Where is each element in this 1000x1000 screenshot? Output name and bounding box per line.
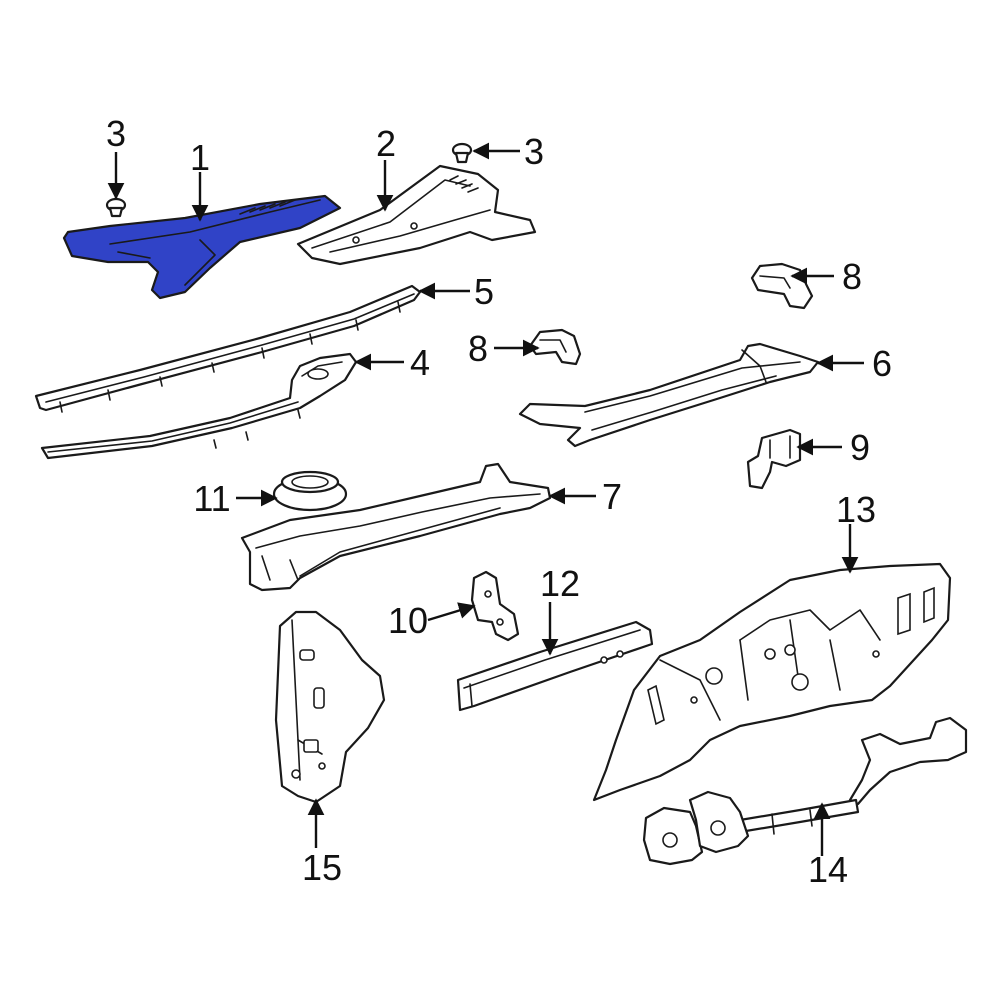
callout-12: 12 xyxy=(540,563,580,604)
callout-4: 4 xyxy=(410,342,430,383)
callout-10: 10 xyxy=(388,600,428,641)
callout-14: 14 xyxy=(808,849,848,890)
callout-8-middle: 8 xyxy=(468,328,488,369)
part-12-reinforcement[interactable] xyxy=(456,620,654,712)
callout-9: 9 xyxy=(850,427,870,468)
part-8-bracket-upper[interactable] xyxy=(750,262,814,310)
callout-1: 1 xyxy=(190,137,210,178)
part-4-seal-retainer[interactable] xyxy=(40,352,358,460)
part-10-bracket[interactable] xyxy=(470,570,520,642)
callout-3-right: 3 xyxy=(524,131,544,172)
part-6-cowl-crossmember[interactable] xyxy=(518,342,820,448)
part-15-side-panel[interactable] xyxy=(274,610,386,804)
callout-6: 6 xyxy=(872,343,892,384)
part-1-cowl-panel[interactable] xyxy=(62,194,342,300)
callout-labels: 1 2 3 3 4 5 6 7 8 8 9 10 11 12 13 14 15 xyxy=(106,113,892,890)
part-3-clip-right[interactable] xyxy=(451,142,473,164)
part-11-grommet[interactable] xyxy=(272,470,348,512)
callout-2: 2 xyxy=(376,123,396,164)
leader-lines xyxy=(107,142,864,856)
callout-8-upper: 8 xyxy=(842,256,862,297)
callout-13: 13 xyxy=(836,489,876,530)
callout-7: 7 xyxy=(602,476,622,517)
callout-11: 11 xyxy=(193,478,230,519)
part-7-lower-rail[interactable] xyxy=(240,462,552,592)
part-13-apron[interactable] xyxy=(592,562,952,802)
part-2-cowl-vent-panel[interactable] xyxy=(296,164,537,266)
part-8-bracket-middle[interactable] xyxy=(528,328,582,366)
callout-5: 5 xyxy=(474,271,494,312)
callout-3-left: 3 xyxy=(106,113,126,154)
part-14-lower-bracket[interactable] xyxy=(642,716,968,866)
part-9-bracket[interactable] xyxy=(746,428,802,490)
callout-15: 15 xyxy=(302,847,342,888)
part-5-weatherstrip[interactable] xyxy=(34,284,422,413)
part-3-clip-left[interactable] xyxy=(105,197,127,218)
